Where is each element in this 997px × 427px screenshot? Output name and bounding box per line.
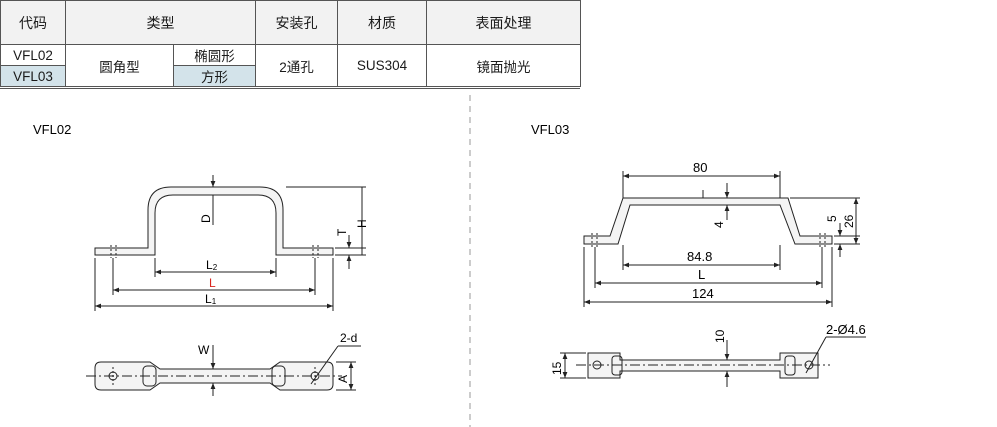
code-vfl02: VFL02: [0, 44, 66, 66]
subtype-oval: 椭圆形: [173, 44, 256, 66]
label-l: L: [209, 276, 216, 290]
header-surface: 表面处理: [426, 0, 581, 45]
label-h: H: [355, 219, 369, 228]
spec-table: 代码 类型 安装孔 材质 表面处理 VFL02 圆角型 椭圆形 2通孔 SUS3…: [0, 0, 581, 87]
label-w: W: [198, 343, 210, 357]
label-a: A: [336, 375, 350, 383]
title-vfl02: VFL02: [33, 122, 71, 137]
dim-l: [112, 258, 316, 295]
label-l2: L2: [206, 258, 218, 272]
holes-value: 2通孔: [255, 44, 338, 87]
vfl03-side-view: [583, 190, 833, 247]
vfl02-side-view: [94, 186, 334, 258]
label-t: T: [335, 228, 349, 236]
subtype-square: 方形: [173, 65, 256, 87]
label-15: 15: [550, 361, 564, 375]
dim-l-right: [594, 247, 823, 288]
dim-80: [622, 171, 781, 198]
vfl02-top-view: [86, 361, 342, 391]
header-code: 代码: [0, 0, 66, 45]
drawings-region: VFL02 D T H: [0, 95, 997, 427]
vfl03-top-view: [576, 352, 830, 379]
table-bottom-line: [0, 88, 580, 89]
material-value: SUS304: [337, 44, 427, 87]
label-d: D: [199, 214, 213, 223]
dim-l2: [154, 258, 277, 277]
type-main: 圆角型: [65, 44, 174, 87]
label-80: 80: [693, 160, 707, 175]
dim-15: [560, 352, 586, 379]
label-4: 4: [712, 221, 726, 228]
dim-84-8: [622, 245, 781, 270]
spec-table-region: 代码 类型 安装孔 材质 表面处理 VFL02 圆角型 椭圆形 2通孔 SUS3…: [0, 0, 581, 91]
leader-2d: [310, 345, 361, 385]
drawings-svg: VFL02 D T H: [33, 95, 866, 427]
label-5: 5: [825, 215, 839, 222]
label-10: 10: [713, 329, 727, 343]
dim-a: [336, 361, 356, 391]
label-l1: L1: [205, 292, 217, 306]
label-84-8: 84.8: [687, 249, 712, 264]
header-holes: 安装孔: [255, 0, 338, 45]
dim-5-26: [790, 197, 860, 257]
dim-124: [583, 247, 833, 307]
header-material: 材质: [337, 0, 427, 45]
leader-holes-right: [805, 336, 866, 374]
label-holes-right: 2-Ø4.6: [826, 322, 866, 337]
label-26: 26: [842, 214, 856, 228]
title-vfl03: VFL03: [531, 122, 569, 137]
label-124: 124: [692, 286, 714, 301]
code-vfl03: VFL03: [0, 65, 66, 87]
surface-value: 镜面抛光: [426, 44, 581, 87]
dim-t-h: [286, 186, 366, 269]
header-type: 类型: [65, 0, 256, 45]
label-2d: 2-d: [340, 331, 357, 345]
label-l-right: L: [698, 267, 705, 282]
dim-l1: [94, 258, 334, 311]
